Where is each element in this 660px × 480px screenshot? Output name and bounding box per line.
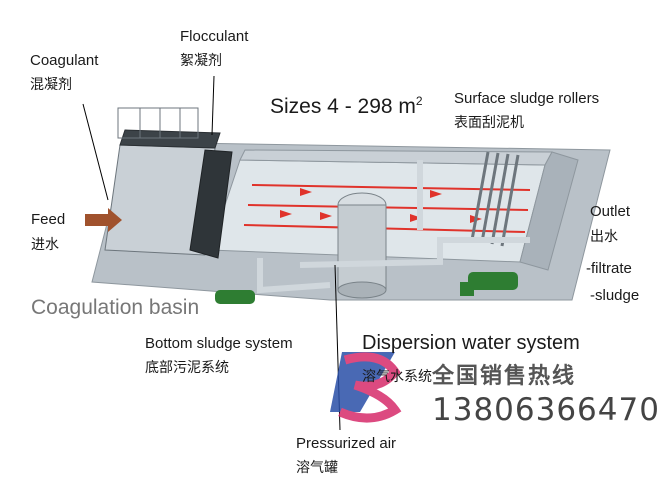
pipes <box>257 160 530 294</box>
company-logo <box>330 352 402 423</box>
dispersion-water-label-cn: 溶气水系统 <box>362 369 432 385</box>
coagulation-tank-top <box>119 129 221 149</box>
sales-hotline-watermark: 全国销售热线 <box>432 363 577 388</box>
pressurized-air-label-cn: 溶气罐 <box>296 460 338 476</box>
surface-rollers-label-cn: 表面刮泥机 <box>454 115 524 131</box>
surface-sludge-rollers <box>470 151 520 247</box>
phone-number-watermark: 13806366470 <box>432 392 660 428</box>
feed-label-en: Feed <box>31 211 66 228</box>
feed-arrow <box>85 208 122 232</box>
coagulant-label-cn: 混凝剂 <box>30 77 72 93</box>
sizes-label: Sizes 4 - 298 m2 <box>270 94 423 118</box>
outlet-label-en: Outlet <box>590 203 631 220</box>
coagulant-label-en: Coagulant <box>30 52 99 69</box>
pressurized-air-tank <box>337 204 387 291</box>
coagulation-basin-label: Coagulation basin <box>31 296 200 319</box>
feed-label-cn: 进水 <box>31 237 59 253</box>
outlet-label-cn: 出水 <box>590 229 618 245</box>
filtrate-label: -filtrate <box>586 260 632 277</box>
pressurized-air-label-en: Pressurized air <box>296 435 397 452</box>
flocculant-label-cn: 絮凝剂 <box>180 53 222 69</box>
railing <box>117 107 199 139</box>
bottom-sludge-label-cn: 底部污泥系统 <box>145 360 229 376</box>
bottom-sludge-label-en: Bottom sludge system <box>145 335 293 352</box>
surface-rollers-label-en: Surface sludge rollers <box>454 90 600 107</box>
flocculant-label-en: Flocculant <box>180 28 249 45</box>
dispersion-water-label-en: Dispersion water system <box>362 332 580 354</box>
pumps <box>215 272 518 304</box>
sludge-label: -sludge <box>590 287 640 304</box>
flocculation-tank-dark <box>189 149 233 259</box>
flotation-tank-right-wall <box>519 151 579 271</box>
